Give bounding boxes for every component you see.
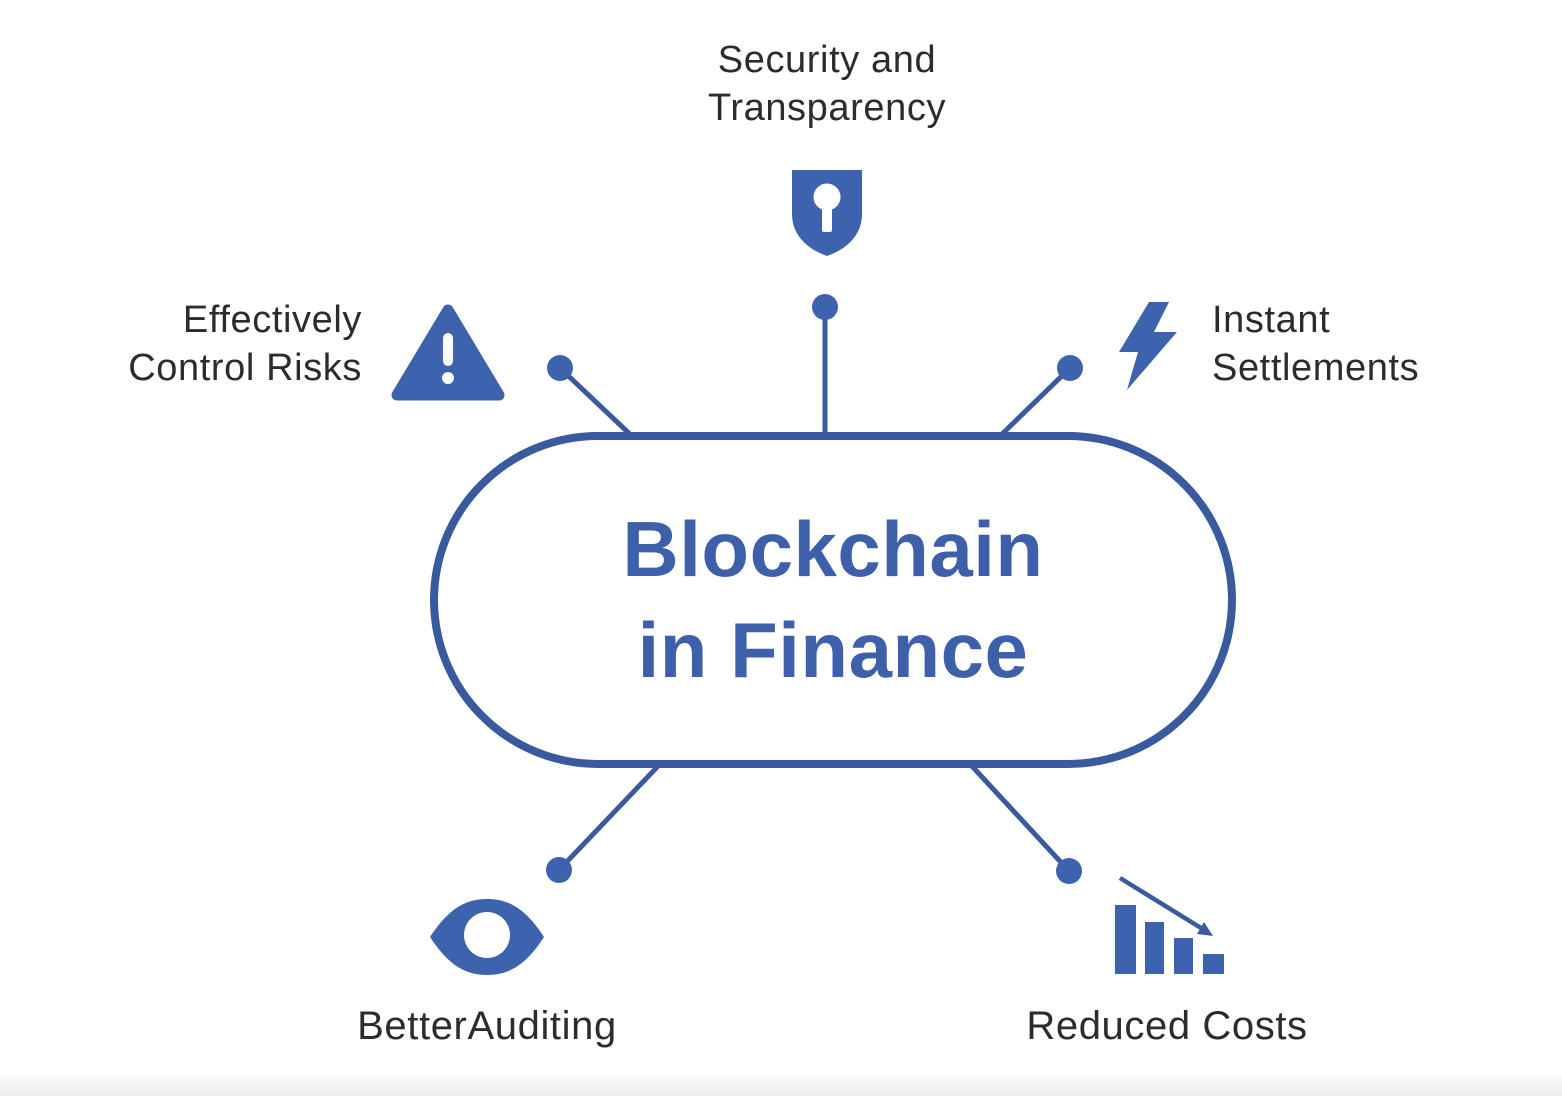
label-reduced-costs: Reduced Costs: [1026, 1004, 1308, 1048]
connector-left-dot: [547, 355, 573, 381]
connector-left-line: [558, 366, 636, 440]
label-settlements-line1: Instant: [1212, 299, 1331, 341]
shield-lock-icon: [792, 170, 862, 256]
eye-icon: [430, 899, 544, 975]
center-node: Blockchain in Finance: [430, 432, 1236, 768]
label-risks-line1: Effectively: [182, 299, 362, 341]
label-risks-line2: Control Risks: [128, 347, 362, 389]
label-security-transparency: Security and Transparency: [527, 36, 1127, 132]
connector-bottom-left-dot: [546, 857, 572, 883]
label-settlements-line2: Settlements: [1212, 347, 1420, 389]
connector-top-dot: [812, 294, 838, 320]
lightning-bolt-icon: [1119, 302, 1177, 390]
label-better-auditing: BetterAuditing: [357, 1004, 617, 1048]
connector-bottom-left-line: [557, 762, 662, 872]
center-title-line2: in Finance: [637, 606, 1029, 694]
connector-right-dot: [1057, 355, 1083, 381]
center-title-line1: Blockchain: [622, 505, 1044, 593]
label-instant-settlements: Instant Settlements: [1212, 296, 1552, 392]
label-security-line2: Transparency: [707, 87, 947, 129]
label-control-risks: Effectively Control Risks: [42, 296, 362, 392]
connector-bottom-right-dot: [1056, 858, 1082, 884]
connector-right-line: [996, 366, 1072, 440]
declining-bar-chart-icon: [1115, 876, 1224, 974]
warning-triangle-icon: [391, 304, 505, 401]
label-security-line1: Security and: [717, 39, 937, 81]
connector-bottom-right-line: [968, 762, 1071, 873]
